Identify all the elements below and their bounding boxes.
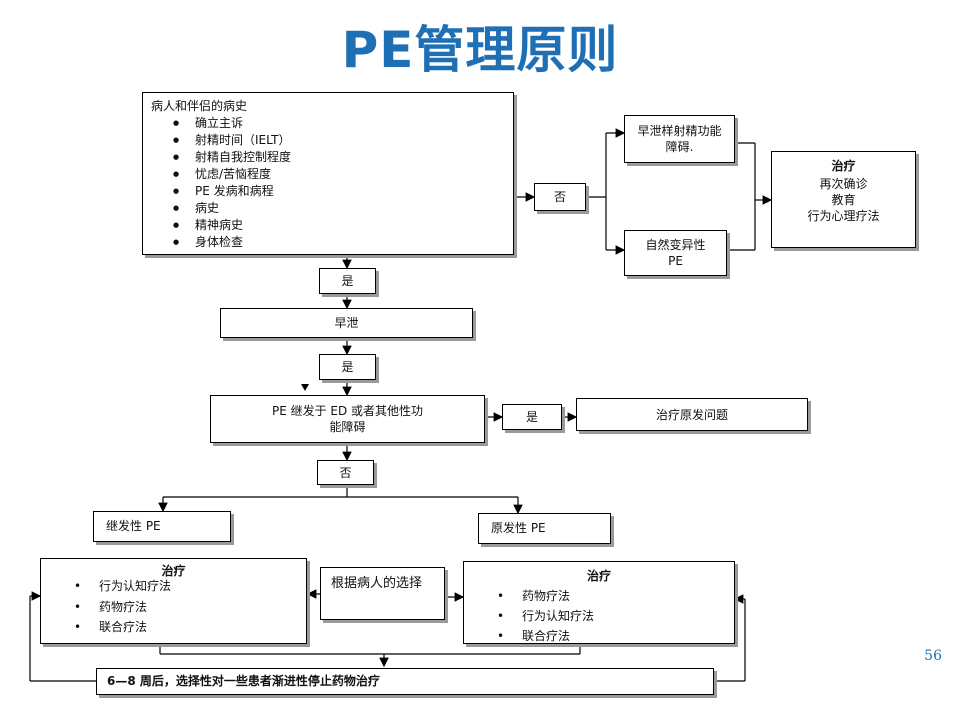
page-number: 56: [924, 648, 942, 664]
treatment-secondary-heading: 治疗: [161, 564, 186, 578]
history-item: PE 发病和病程: [151, 183, 505, 200]
patient-choice-box: 根据病人的选择: [320, 567, 445, 620]
primary-pe-box: 原发性 PE: [478, 513, 611, 544]
treat-primary-issue-box: 治疗原发问题: [576, 398, 808, 431]
treatment-secondary-item: 联合疗法: [41, 617, 306, 637]
history-item: 精神病史: [151, 217, 505, 234]
situational-pe-box: 早泄样射精功能障碍.: [624, 115, 735, 163]
natural-pe-box: 自然变异性PE: [624, 230, 727, 276]
history-item: 忧虑/苦恼程度: [151, 166, 505, 183]
history-item: 确立主诉: [151, 115, 505, 132]
page-title: PE管理原则: [341, 21, 619, 79]
secondary-pe-box: 继发性 PE: [93, 511, 231, 542]
history-heading: 病人和伴侣的病史: [151, 99, 248, 113]
history-box: 病人和伴侣的病史 确立主诉 射精时间（IELT） 射精自我控制程度 忧虑/苦恼程…: [142, 92, 514, 255]
history-item: 病史: [151, 200, 505, 217]
treatment-right-box: 治疗 再次确诊 教育 行为心理疗法: [771, 151, 916, 248]
decision-no-1: 否: [534, 183, 586, 211]
small-triangle-icon: [301, 384, 309, 391]
treatment-right-line: 行为心理疗法: [807, 209, 880, 223]
treatment-primary-heading: 治疗: [586, 569, 611, 583]
history-item: 身体检查: [151, 234, 505, 251]
treatment-right-line: 再次确诊: [819, 177, 868, 191]
decision-yes-3: 是: [502, 404, 562, 430]
decision-no-2: 否: [317, 460, 374, 485]
history-item: 射精自我控制程度: [151, 149, 505, 166]
treatment-primary-box: 治疗 药物疗法 行为认知疗法 联合疗法: [463, 561, 735, 646]
history-list: 确立主诉 射精时间（IELT） 射精自我控制程度 忧虑/苦恼程度 PE 发病和病…: [151, 115, 505, 251]
treatment-right-heading: 治疗: [831, 159, 856, 173]
decision-yes-2: 是: [319, 354, 376, 380]
treatment-primary-item: 联合疗法: [464, 626, 734, 646]
treatment-right-line: 教育: [831, 193, 856, 207]
treatment-secondary-box: 治疗 行为认知疗法 药物疗法 联合疗法: [40, 558, 307, 644]
treatment-primary-list: 药物疗法 行为认知疗法 联合疗法: [464, 586, 734, 646]
treatment-secondary-list: 行为认知疗法 药物疗法 联合疗法: [41, 579, 306, 637]
premature-ejaculation-box: 早泄: [220, 308, 473, 338]
situational-pe-label: 早泄样射精功能障碍.: [637, 124, 722, 154]
natural-pe-label: 自然变异性PE: [645, 238, 706, 268]
treatment-primary-item: 药物疗法: [464, 586, 734, 606]
treatment-secondary-item: 行为认知疗法: [41, 579, 306, 597]
treatment-primary-item: 行为认知疗法: [464, 606, 734, 626]
followup-box: 6—8 周后，选择性对一些患者渐进性停止药物治疗: [96, 668, 714, 695]
decision-yes-1: 是: [319, 268, 376, 294]
treatment-secondary-item: 药物疗法: [41, 597, 306, 617]
secondary-question-label: PE 继发于 ED 或者其他性功能障碍: [271, 404, 424, 434]
history-item: 射精时间（IELT）: [151, 132, 505, 149]
secondary-question-box: PE 继发于 ED 或者其他性功能障碍: [210, 395, 485, 443]
